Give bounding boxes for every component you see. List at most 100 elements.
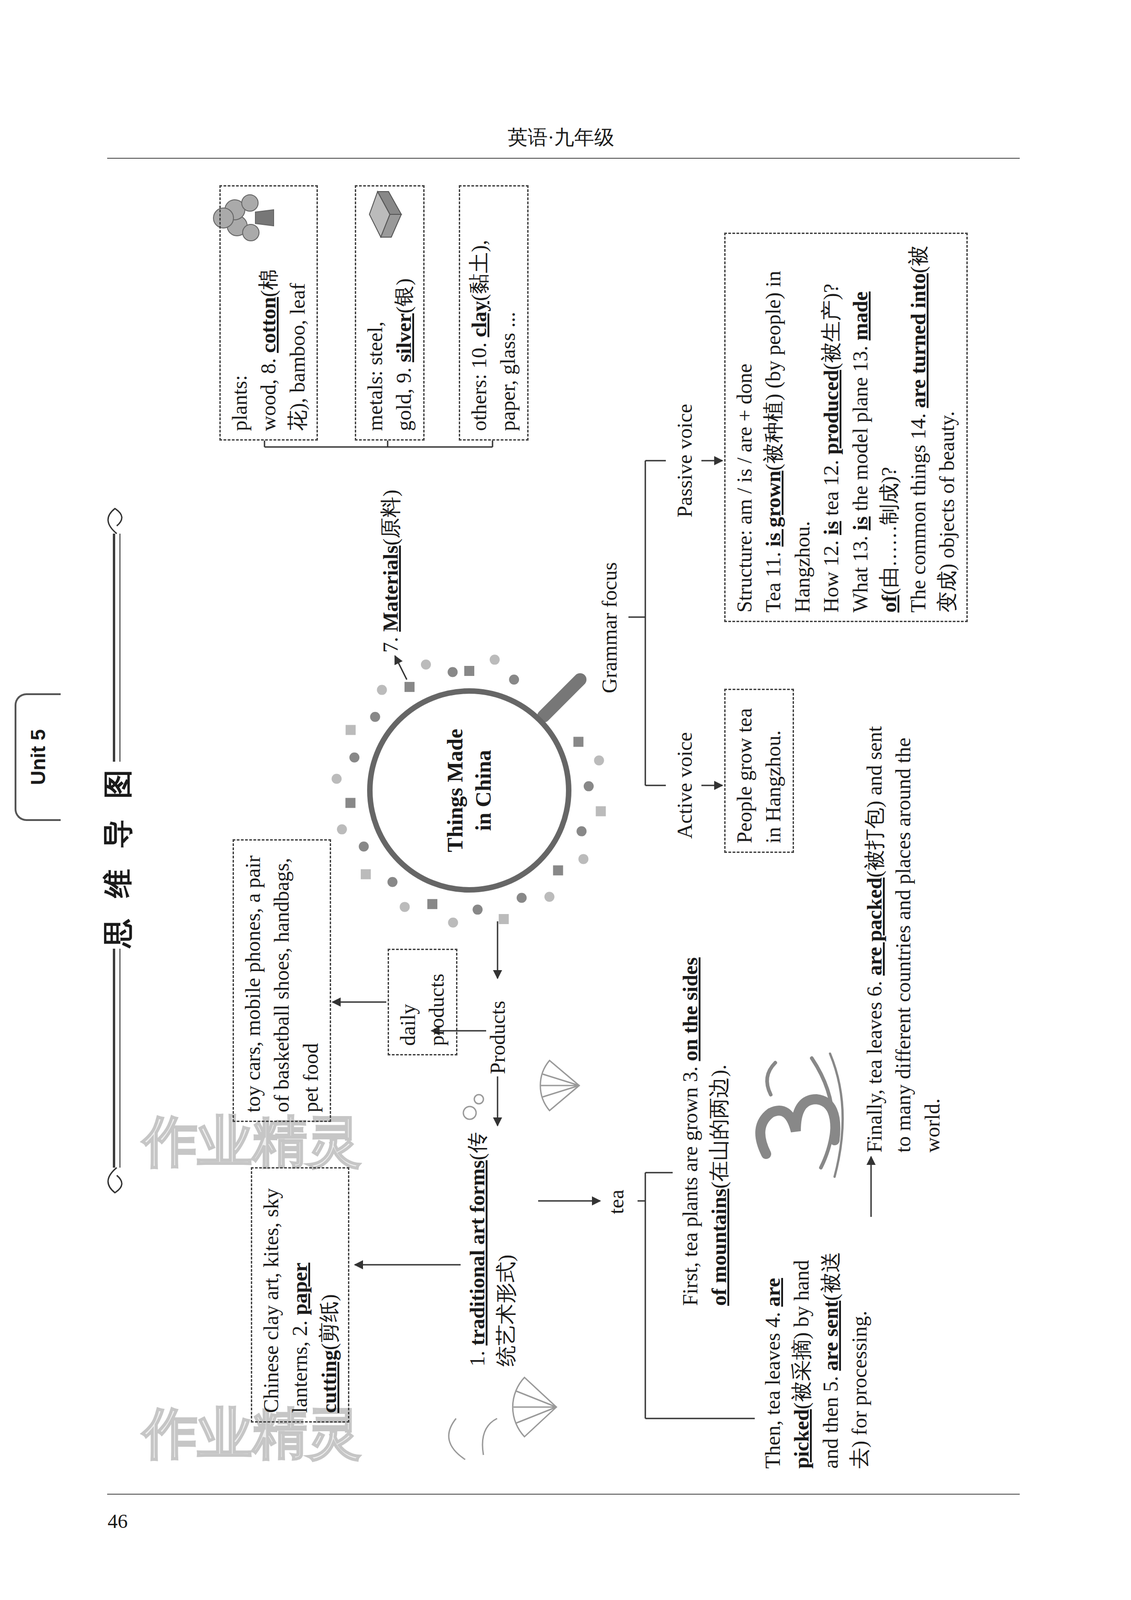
material-box: others:10.clay(黏土), paper, glass ... xyxy=(458,185,529,441)
text: First, tea plants are grown xyxy=(678,1087,702,1306)
product-icon xyxy=(464,665,475,676)
mind-map: Unit 5Chinese clay art, kites, sky lante… xyxy=(9,136,1031,1487)
text: daily products xyxy=(396,973,449,1046)
product-icon xyxy=(399,901,410,912)
text: Passive voice xyxy=(673,403,697,518)
text: Tea xyxy=(761,582,785,613)
drawing-stroke xyxy=(107,1493,1020,1495)
tree-icon xyxy=(213,194,274,241)
drawing-stroke xyxy=(119,948,121,1168)
text: Finally, tea leaves xyxy=(862,1001,887,1153)
text: (原料) xyxy=(378,489,403,546)
text: The common things xyxy=(906,444,930,613)
arrow xyxy=(538,1200,601,1202)
text: the model plane xyxy=(848,377,872,512)
product-icon xyxy=(427,898,438,909)
text: Active voice xyxy=(673,731,697,839)
drawing-stroke xyxy=(463,1106,477,1120)
branch-label: Grammar focus xyxy=(595,538,624,694)
text: How xyxy=(819,571,843,613)
unit-tab: Unit 5 xyxy=(14,693,61,821)
branch-label: Passive voice xyxy=(670,392,700,530)
text: Products xyxy=(486,1000,510,1074)
product-icon xyxy=(489,654,500,665)
arrow xyxy=(497,1076,499,1126)
drawing-stroke xyxy=(108,508,122,534)
text: 1. xyxy=(465,1350,489,1367)
text: toy cars, mobile phones, a pair of baske… xyxy=(241,855,323,1113)
text: 46 xyxy=(107,1509,128,1533)
drawing-stroke xyxy=(811,1058,833,1168)
product-icon xyxy=(387,876,398,888)
arrow xyxy=(394,655,407,680)
drawing-stroke xyxy=(119,533,121,762)
page-number: 46 xyxy=(107,1507,154,1536)
branch-label: tea xyxy=(601,1172,631,1215)
circle-text: Things Made in China xyxy=(440,721,499,859)
text: Grammar focus xyxy=(597,562,622,694)
answer-text: Materials xyxy=(378,545,403,632)
answer-text: are turned into xyxy=(906,273,930,409)
branch-label: 7.Materials(原料) xyxy=(376,449,405,653)
product-icon xyxy=(498,913,509,924)
text: (由……制成)? xyxy=(877,466,901,596)
drawing-stroke xyxy=(540,1073,580,1097)
arrow xyxy=(354,1264,461,1266)
product-icon xyxy=(345,724,356,735)
tea-icon xyxy=(760,1053,843,1177)
product-icon xyxy=(337,824,348,835)
drawing-stroke xyxy=(448,1418,498,1460)
text: others: xyxy=(467,373,491,431)
answer-text: is xyxy=(848,516,872,531)
center-circle: Things Made in China xyxy=(367,688,572,893)
product-icon xyxy=(576,826,587,837)
drawing-stroke xyxy=(113,533,116,762)
bracket xyxy=(628,460,666,786)
text: 4. xyxy=(761,1311,785,1328)
product-icon xyxy=(578,853,589,864)
drawing-stroke xyxy=(108,1167,122,1193)
drawing-stroke xyxy=(380,214,402,238)
answer-text: is grown xyxy=(761,470,785,547)
product-icon xyxy=(595,806,606,817)
product-icon xyxy=(370,711,381,722)
text: (被生产)? xyxy=(819,283,843,370)
step-text: Finally, tea leaves6.are packed(被打包) and… xyxy=(860,723,947,1153)
drawing-stroke xyxy=(242,224,260,241)
material-box: plants: wood,8.cotton(棉花), bamboo, leaf xyxy=(219,185,318,441)
product-icon xyxy=(358,841,369,852)
branch-label: Active voice xyxy=(670,717,700,853)
drawing-stroke xyxy=(255,209,274,226)
text: (剪纸) xyxy=(317,1293,341,1350)
text: Then, tea leaves xyxy=(761,1332,785,1469)
connector-arrow xyxy=(332,1001,387,1003)
branch-label: Products xyxy=(483,973,513,1074)
answer-text: are sent xyxy=(819,1300,843,1371)
text: (在山的两边). xyxy=(707,1064,731,1189)
drawing-stroke xyxy=(107,157,1020,159)
topic-box: toy cars, mobile phones, a pair of baske… xyxy=(232,839,332,1122)
text: 8. xyxy=(256,357,281,374)
grammar-box: Structure: am / is / are + doneTea 11. is … xyxy=(724,232,968,623)
text: 3. xyxy=(678,1066,702,1083)
heading-text: 思维导图 xyxy=(101,748,135,948)
text: 11. xyxy=(761,551,785,578)
answer-text: silver xyxy=(392,313,416,363)
text: 作业精灵 xyxy=(142,1110,362,1172)
text: tea xyxy=(819,491,843,516)
text: People grow tea in Hangzhou. xyxy=(732,708,785,844)
drawing-stroke xyxy=(241,194,259,212)
text: 6. xyxy=(862,980,887,997)
drawing-stroke xyxy=(830,1053,843,1177)
drawing-stroke xyxy=(540,1060,580,1111)
text: Structure: am / is / are + done xyxy=(732,363,757,613)
answer-text: clay xyxy=(467,300,491,338)
example-box: People grow tea in Hangzhou. xyxy=(724,688,794,853)
drawing-stroke xyxy=(113,948,116,1168)
magnifier-handle xyxy=(543,679,581,716)
text: 13. xyxy=(848,535,872,562)
text: 10. xyxy=(467,342,491,369)
answer-text: produced xyxy=(819,369,843,455)
text: Unit 5 xyxy=(26,729,50,785)
text: 12. xyxy=(819,459,843,487)
